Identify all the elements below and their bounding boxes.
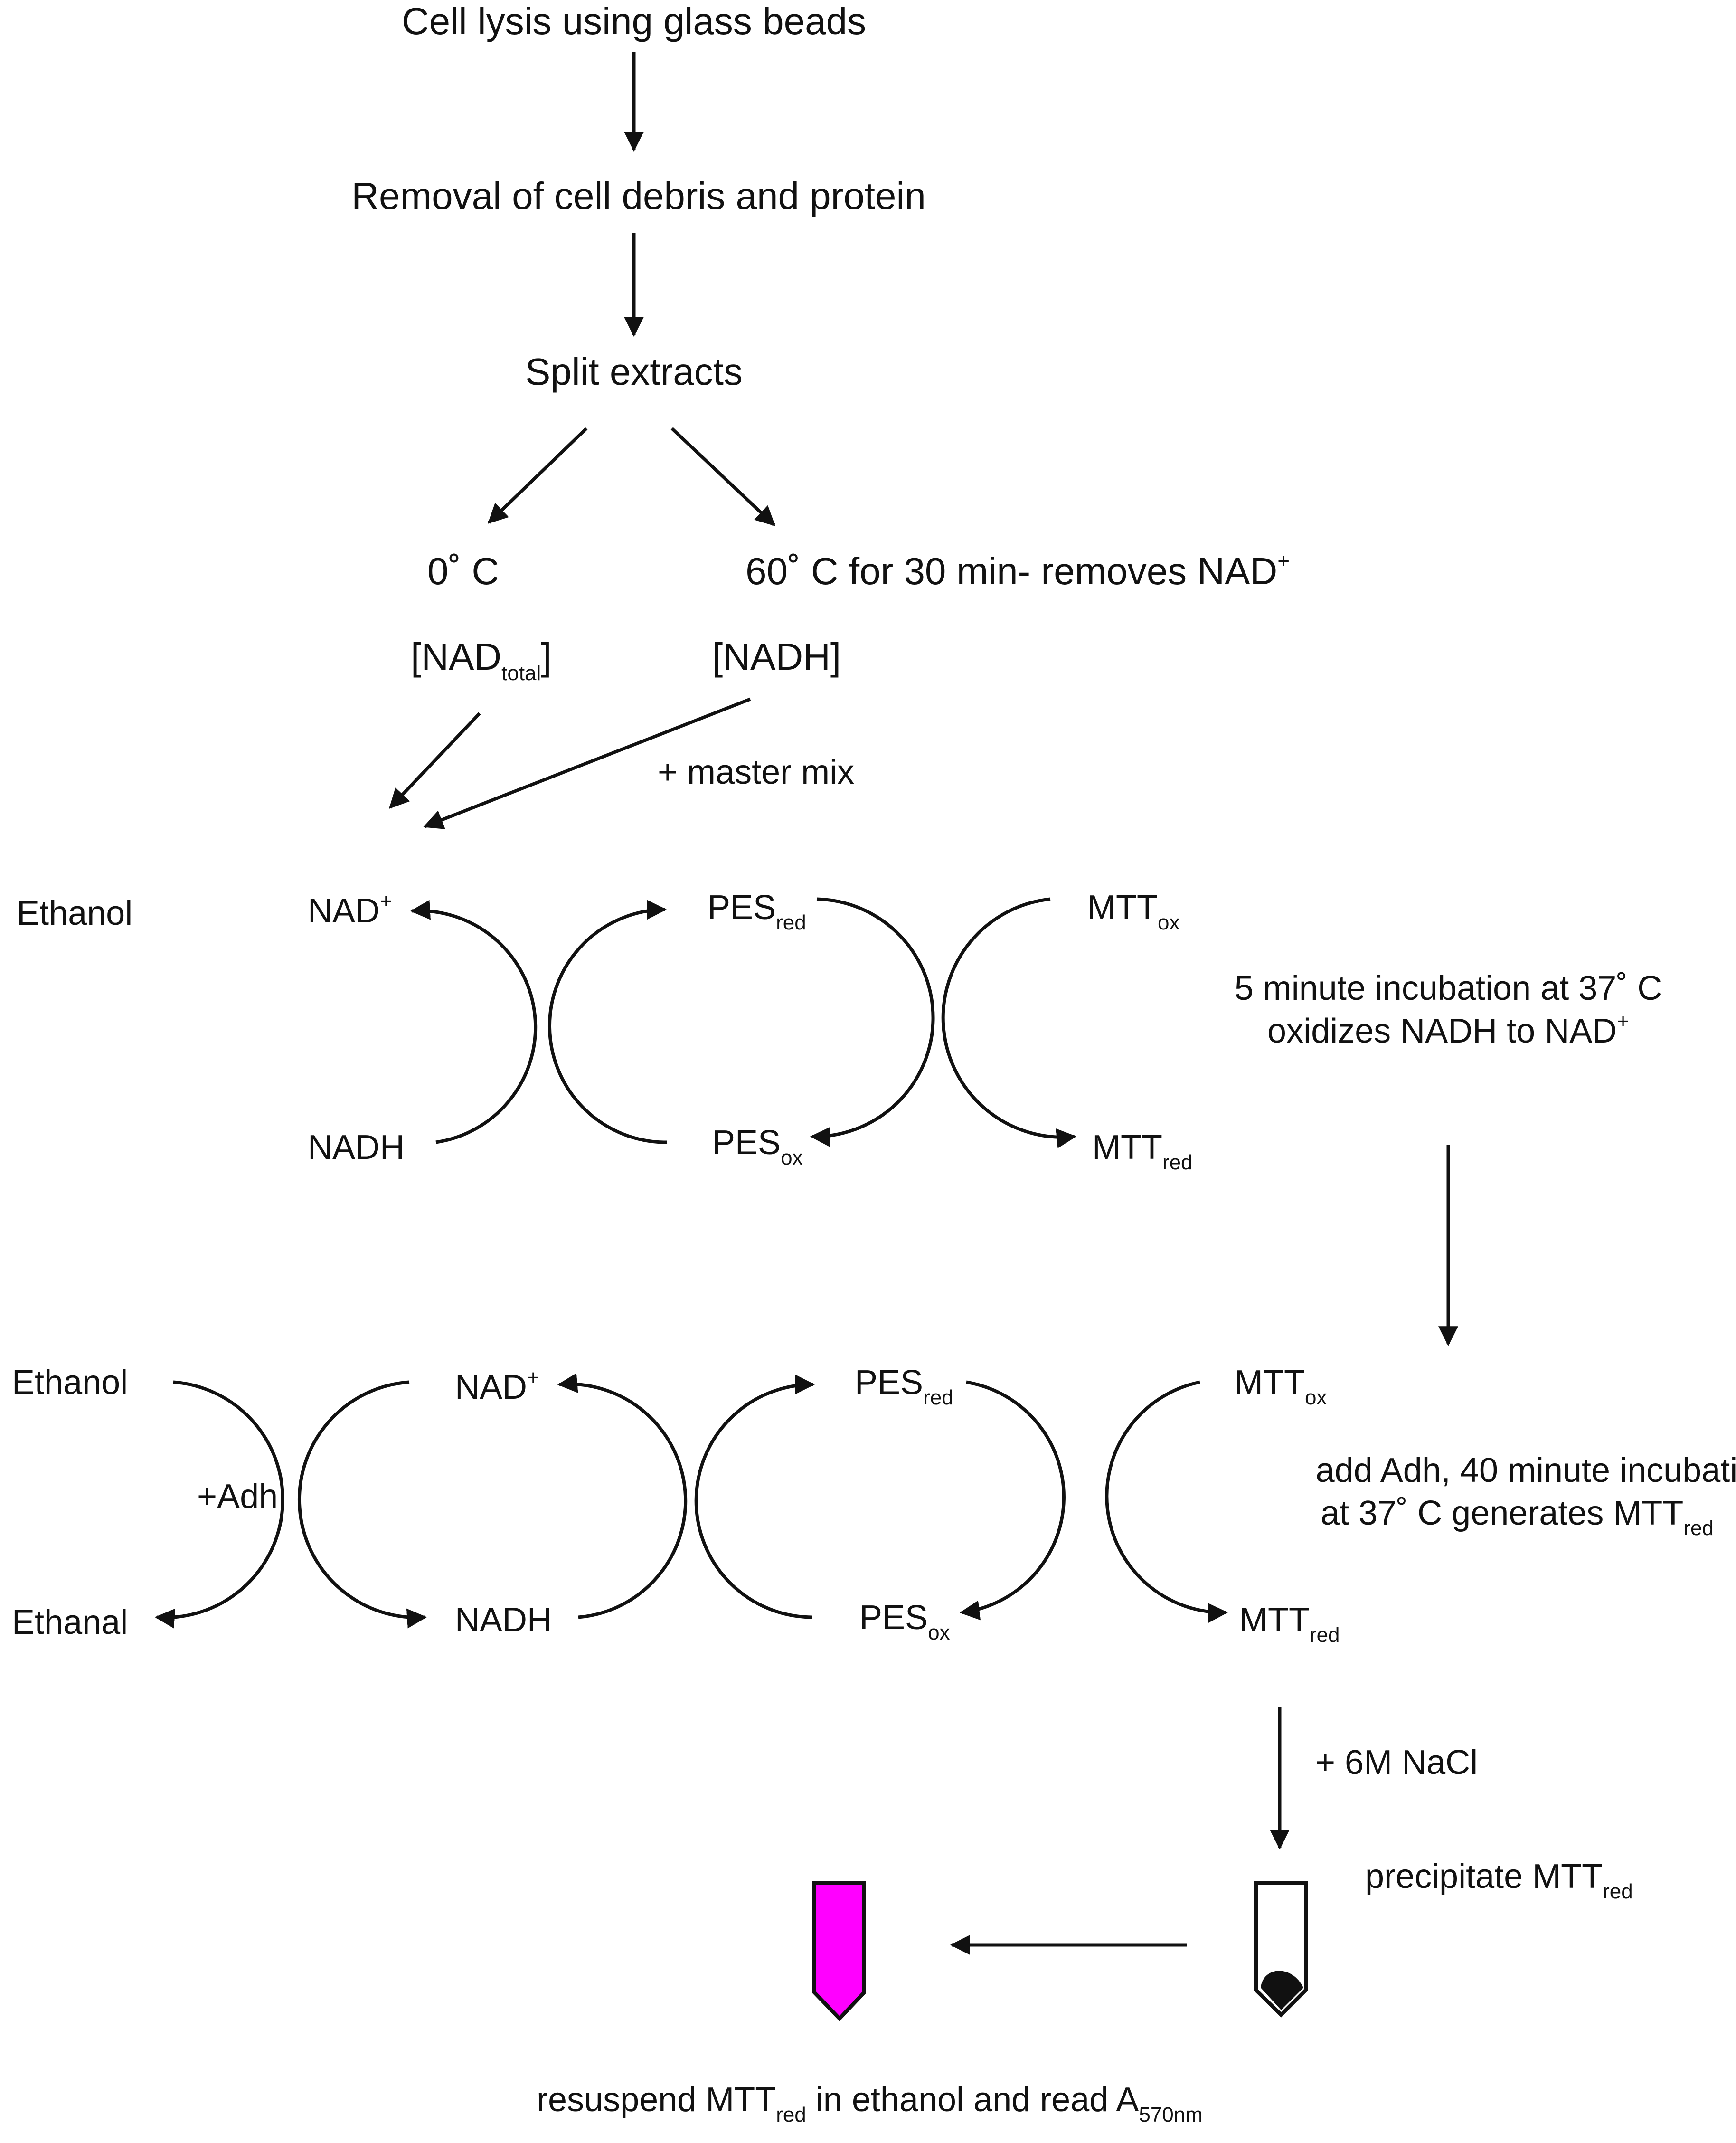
cycle1-nadh: NADH bbox=[308, 1128, 405, 1166]
step-cell-lysis: Cell lysis using glass beads bbox=[402, 0, 866, 42]
cycle2-ethanol: Ethanol bbox=[12, 1364, 128, 1402]
nadh-bracket-label: [NADH] bbox=[712, 635, 841, 678]
cycle2-arc-ethanol-to-ethanal bbox=[154, 1380, 285, 1629]
arrow-nad-total-to-cycle bbox=[389, 712, 481, 809]
cycle1-note-line1: 5 minute incubation at 37˚ C bbox=[1235, 969, 1662, 1007]
cycle2-adh-label: +Adh bbox=[197, 1478, 278, 1516]
cycle2-ethanal: Ethanal bbox=[12, 1603, 128, 1641]
resuspend-caption: resuspend MTTred in ethanol and read A57… bbox=[537, 2081, 1203, 2126]
cycle2-pes-ox: PESox bbox=[859, 1599, 950, 1644]
cycle2-note-line2: at 37˚ C generates MTTred bbox=[1321, 1494, 1714, 1540]
arrow-nadh-to-cycle bbox=[423, 697, 751, 829]
master-mix-label: + master mix bbox=[658, 753, 854, 791]
step-removal: Removal of cell debris and protein bbox=[351, 175, 926, 217]
cycle2-arc-mttox-to-mttred bbox=[1105, 1380, 1228, 1623]
hot-branch-label: 60˚ C for 30 min- removes NAD+ bbox=[745, 550, 1290, 592]
cycle1-arc-pesred-to-pesox bbox=[810, 897, 935, 1147]
cycle1-ethanol: Ethanol bbox=[17, 894, 132, 932]
cycle2-nad-plus: NAD+ bbox=[455, 1366, 539, 1406]
cycle1-pes-red: PESred bbox=[708, 889, 806, 934]
cold-branch-label: 0˚ C bbox=[427, 550, 499, 592]
arrow-split-to-cold bbox=[487, 427, 588, 524]
cycle1-arc-mttox-to-mttred bbox=[941, 897, 1077, 1148]
cycle1-arc-nadh-to-nad bbox=[410, 900, 538, 1144]
nacl-label: + 6M NaCl bbox=[1315, 1744, 1478, 1782]
step-split-extracts: Split extracts bbox=[525, 351, 743, 393]
nad-total-label: [NADtotal] bbox=[411, 635, 552, 685]
resuspended-tube bbox=[812, 1881, 866, 2021]
cycle1-pes-ox: PESox bbox=[712, 1124, 803, 1169]
cycle2-nadh: NADH bbox=[455, 1601, 552, 1639]
cycle2-mtt-red: MTTred bbox=[1239, 1601, 1340, 1647]
cycle2-note-line1: add Adh, 40 minute incubation bbox=[1316, 1451, 1736, 1489]
cycle2-pes-red: PESred bbox=[855, 1364, 953, 1409]
cycle1-nad-plus: NAD+ bbox=[308, 890, 392, 930]
cycle2-arc-nad-to-nadh bbox=[297, 1380, 427, 1629]
cycle1-mtt-red: MTTred bbox=[1092, 1128, 1193, 1174]
cycle2-arc-pesred-to-pesox bbox=[959, 1380, 1066, 1621]
mtt-red-pellet bbox=[1261, 1971, 1303, 2010]
arrow-split-to-hot bbox=[670, 427, 776, 526]
cycle2-arc-pesox-to-pesred bbox=[694, 1374, 815, 1619]
cycle2-mtt-ox: MTTox bbox=[1235, 1364, 1327, 1409]
cycle2-arc-nadh-to-nad bbox=[557, 1373, 688, 1619]
cycle1-note-line2: oxidizes NADH to NAD+ bbox=[1267, 1010, 1629, 1050]
precipitate-label: precipitate MTTred bbox=[1365, 1858, 1633, 1903]
cycle1-arc-pesox-to-pesred bbox=[548, 900, 668, 1144]
cycle1-mtt-ox: MTTox bbox=[1087, 889, 1179, 934]
